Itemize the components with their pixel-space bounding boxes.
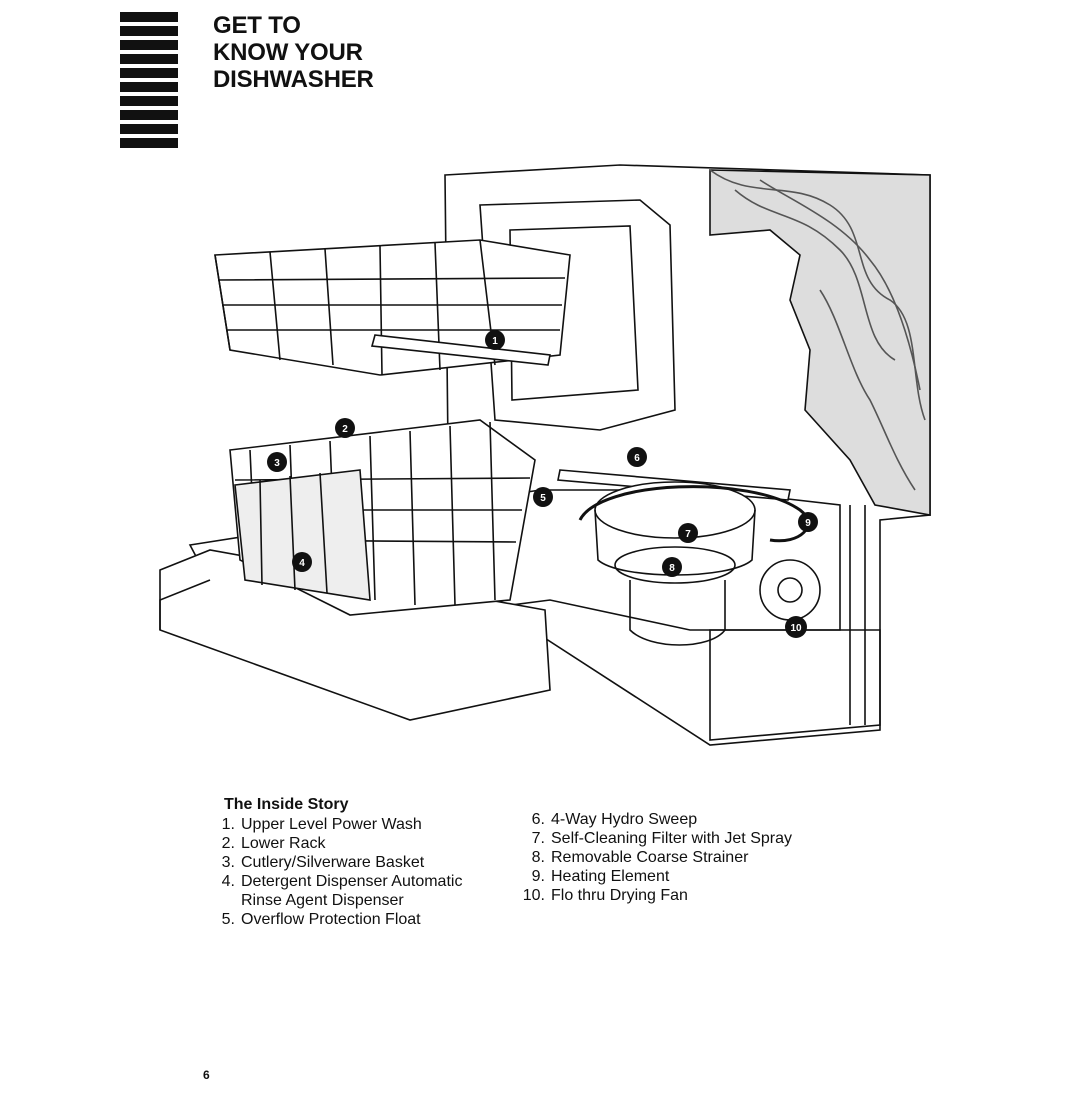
callout-8: 8 (662, 557, 682, 577)
tab-bar (120, 54, 178, 64)
tab-bar (120, 124, 178, 134)
callout-6: 6 (627, 447, 647, 467)
callout-5: 5 (533, 487, 553, 507)
tab-bar (120, 68, 178, 78)
list-item-continuation: Rinse Agent Dispenser (241, 892, 404, 909)
list-item: 10. Flo thru Drying Fan (522, 887, 688, 904)
svg-text:10: 10 (790, 623, 802, 634)
svg-text:4: 4 (299, 558, 305, 569)
tab-bar (120, 26, 178, 36)
list-item: 1. Upper Level Power Wash (221, 816, 422, 833)
parts-list-right: 6. 4-Way Hydro Sweep 7. Self-Cleaning Fi… (515, 810, 875, 905)
page-title: GET TO KNOW YOUR DISHWASHER (213, 12, 374, 93)
list-item: 4. Detergent Dispenser Automatic (221, 873, 463, 890)
tab-bar (120, 138, 178, 148)
title-line: DISHWASHER (213, 66, 374, 93)
title-line: KNOW YOUR (213, 39, 363, 66)
section-tab-marker (120, 12, 178, 152)
tab-bar (120, 110, 178, 120)
tab-bar (120, 40, 178, 50)
svg-text:2: 2 (342, 424, 348, 435)
list-item: 2. Lower Rack (221, 835, 326, 852)
list-item: 6. 4-Way Hydro Sweep (531, 811, 698, 828)
callout-4: 4 (292, 552, 312, 572)
dishwasher-cutaway-illustration: 1 2 3 4 5 6 7 8 9 10 (159, 164, 931, 746)
callout-10: 10 (785, 616, 807, 638)
page-number: 6 (203, 1068, 210, 1082)
callout-2: 2 (335, 418, 355, 438)
inside-story-heading: The Inside Story (224, 796, 349, 813)
svg-text:6: 6 (634, 453, 640, 464)
svg-text:5: 5 (540, 493, 546, 504)
callout-3: 3 (267, 452, 287, 472)
svg-text:1: 1 (492, 336, 498, 347)
list-item: 9. Heating Element (531, 868, 670, 885)
list-item: 5. Overflow Protection Float (221, 911, 421, 928)
svg-text:8: 8 (669, 563, 675, 574)
callout-7: 7 (678, 523, 698, 543)
title-line: GET TO (213, 12, 301, 39)
parts-list-left: 1. Upper Level Power Wash 2. Lower Rack … (205, 815, 535, 929)
list-item: 8. Removable Coarse Strainer (531, 849, 749, 866)
svg-text:7: 7 (685, 529, 691, 540)
tab-bar (120, 96, 178, 106)
list-item: 7. Self-Cleaning Filter with Jet Spray (531, 830, 792, 847)
callout-9: 9 (798, 512, 818, 532)
list-item: 3. Cutlery/Silverware Basket (221, 854, 425, 871)
tab-bar (120, 82, 178, 92)
tab-bar (120, 12, 178, 22)
svg-text:3: 3 (274, 458, 280, 469)
svg-text:9: 9 (805, 518, 811, 529)
callout-1: 1 (485, 330, 505, 350)
